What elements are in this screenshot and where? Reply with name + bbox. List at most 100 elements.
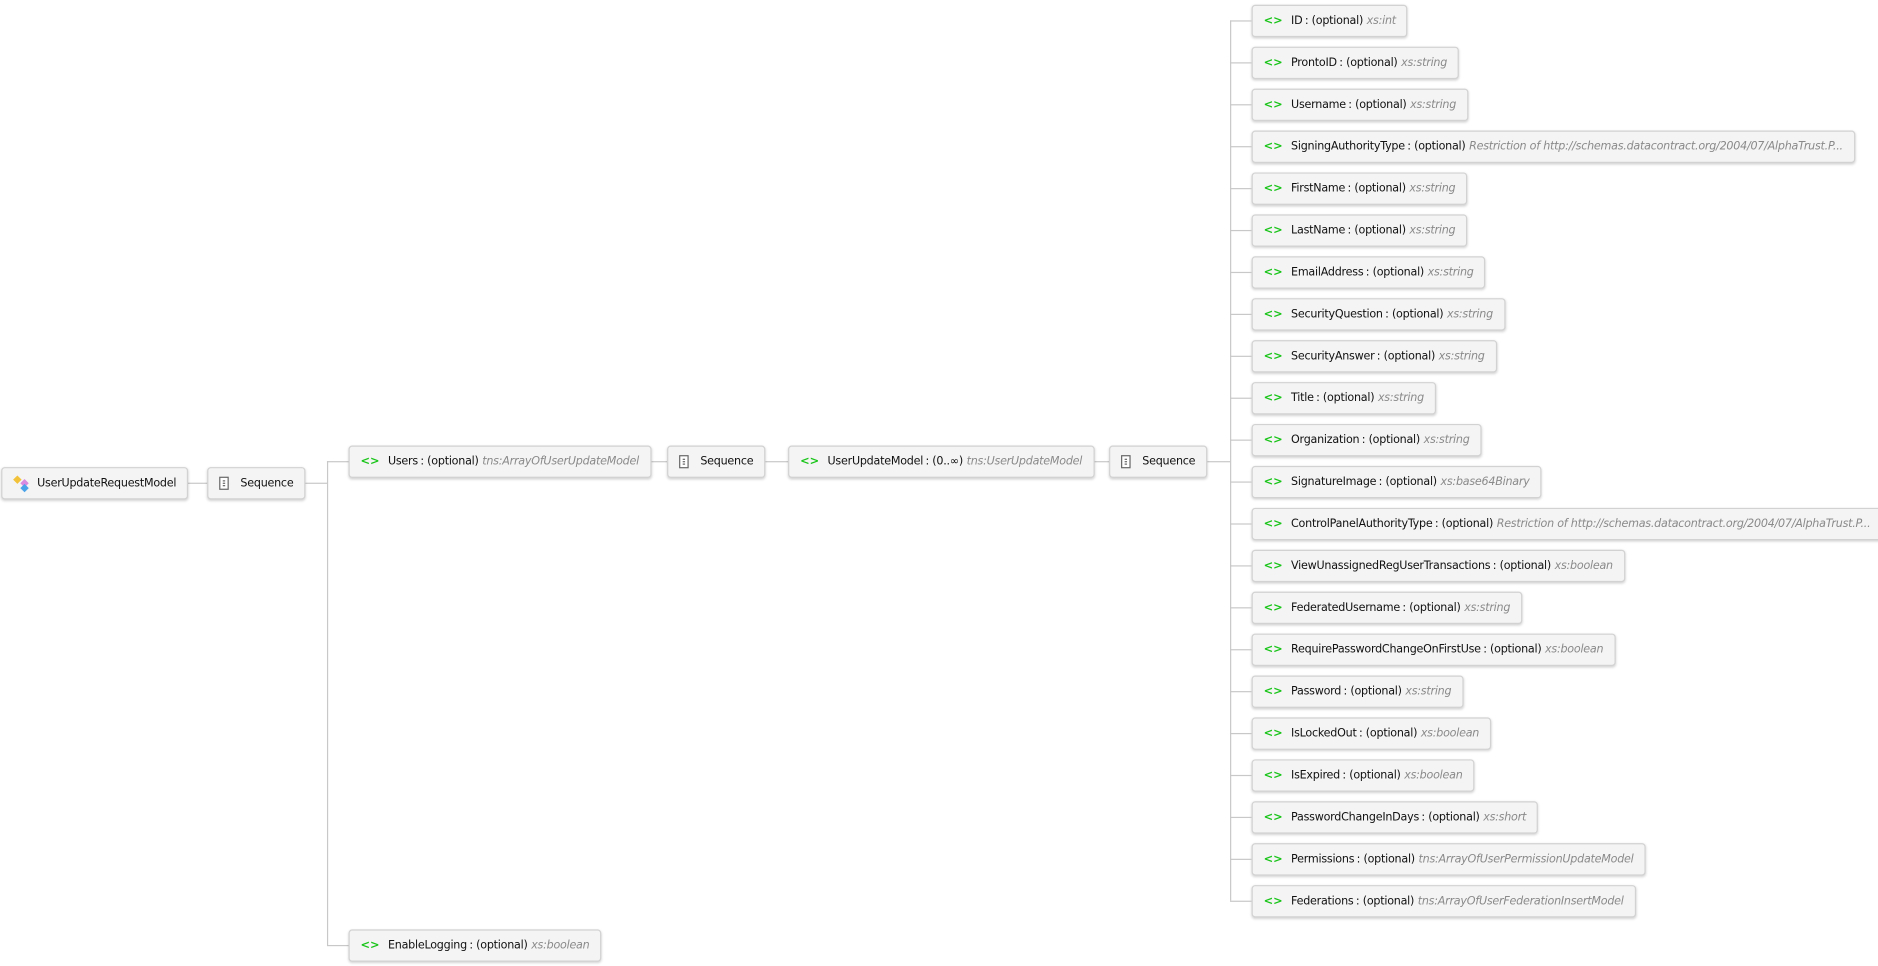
type-label: xs:boolean [1545,643,1604,657]
element-node-field[interactable]: <>IsLockedOut: (optional)xs:boolean [1251,717,1492,750]
element-icon: <> [1263,475,1283,489]
element-node-enablelogging[interactable]: <> EnableLogging: (optional) xs:boolean [348,929,602,962]
element-icon: <> [360,455,380,469]
element-node-field[interactable]: <>ID: (optional)xs:int [1251,4,1408,38]
element-node-field[interactable]: <>PasswordChangeInDays: (optional)xs:sho… [1251,801,1539,834]
field-name: EmailAddress [1291,265,1364,280]
element-node-userupdatemodel[interactable]: <> UserUpdateModel: (0..∞) tns:UserUpdat… [788,445,1095,478]
field-occurs: (optional) [1383,349,1436,363]
field-occurs: (optional) [1322,391,1375,405]
element-icon: <> [1263,349,1283,363]
connector [326,461,349,463]
connector [305,482,327,484]
field-occurs: (optional) [1350,685,1402,699]
type-label: Restriction of http://schemas.datacontra… [1496,517,1871,531]
element-node-field[interactable]: <>LastName: (optional)xs:string [1251,214,1468,247]
element-icon: <> [1263,56,1283,70]
element-node-users[interactable]: <> Users: (optional) tns:ArrayOfUserUpda… [348,445,651,478]
element-node-field[interactable]: <>Federations: (optional)tns:ArrayOfUser… [1251,885,1636,918]
element-node-field[interactable]: <>RequirePasswordChangeOnFirstUse: (opti… [1251,633,1616,666]
field-name: Organization [1291,433,1360,447]
element-icon: <> [1263,643,1283,657]
element-node-field[interactable]: <>FirstName: (optional)xs:string [1251,172,1468,205]
type-label: xs:base64Binary [1440,475,1530,489]
field-occurs: (optional) [1372,265,1425,280]
connector [1230,355,1252,357]
field-name: SecurityQuestion [1291,307,1383,321]
element-node-field[interactable]: <>Organization: (optional)xs:string [1251,423,1482,457]
sequence-node[interactable]: Sequence [667,445,766,478]
root-node[interactable]: UserUpdateRequestModel [1,467,189,500]
field-name: SignatureImage [1291,475,1377,489]
element-node-field[interactable]: <>SigningAuthorityType: (optional)Restri… [1251,130,1855,163]
element-icon: <> [1263,727,1283,741]
type-label: xs:boolean [1554,559,1614,573]
sequence-node[interactable]: Sequence [1109,445,1208,478]
connector [1230,732,1252,735]
field-occurs: (optional) [1428,810,1480,825]
type-label: xs:string [1409,182,1456,196]
element-icon: <> [1263,433,1283,447]
element-node-field[interactable]: <>IsExpired: (optional)xs:boolean [1251,759,1475,792]
element-node-field[interactable]: <>Title: (optional)xs:string [1251,382,1436,415]
complex-type-icon [13,475,29,493]
connector [1230,313,1252,315]
element-icon: <> [1263,685,1283,699]
connector [1230,481,1252,483]
sequence-label: Sequence [700,455,754,469]
connector [1230,691,1252,693]
root-label: UserUpdateRequestModel [37,476,177,490]
type-label: xs:short [1483,810,1527,825]
element-node-field[interactable]: <>FederatedUsername: (optional)xs:string [1251,591,1523,625]
element-icon: <> [1263,98,1283,112]
element-node-field[interactable]: <>ProntoID: (optional)xs:string [1251,46,1460,80]
sequence-icon [1121,455,1131,469]
element-icon: <> [1263,894,1283,908]
type-label: Restriction of http://schemas.datacontra… [1469,140,1843,154]
element-node-field[interactable]: <>SecurityAnswer: (optional)xs:string [1251,340,1497,373]
field-name: Federations [1291,894,1354,908]
element-node-field[interactable]: <>Permissions: (optional)tns:ArrayOfUser… [1251,843,1646,876]
type-label: xs:int [1366,14,1396,28]
field-occurs: (optional) [1354,182,1406,196]
type-label: xs:string [1410,98,1457,112]
connector [1230,397,1252,399]
type-label: xs:string [1438,349,1485,363]
element-node-field[interactable]: <>Username: (optional)xs:string [1251,88,1469,121]
element-icon: <> [1263,182,1283,196]
type-label: xs:string [1464,601,1511,615]
element-icon: <> [1263,307,1283,321]
element-icon: <> [1263,391,1283,405]
sequence-node[interactable]: Sequence [207,467,306,500]
element-icon: <> [1263,223,1283,238]
element-icon: <> [360,938,380,953]
type-label: tns:ArrayOfUserFederationInsertModel [1417,894,1624,908]
connector [1230,146,1252,148]
type-label: xs:boolean [1420,727,1480,741]
element-icon: <> [1263,768,1283,783]
connector [1230,229,1252,232]
field-name: PasswordChangeInDays [1291,810,1420,825]
type-label: xs:string [1405,685,1452,699]
element-node-field[interactable]: <>ViewUnassignedRegUserTransactions: (op… [1251,549,1625,583]
field-occurs: (optional) [1499,559,1552,573]
field-name: IsLockedOut [1291,727,1357,741]
element-node-field[interactable]: <>ControlPanelAuthorityType: (optional)R… [1251,507,1878,541]
connector [1207,461,1231,463]
connector [326,944,349,947]
element-node-field[interactable]: <>EmailAddress: (optional)xs:string [1251,256,1486,289]
element-node-field[interactable]: <>SignatureImage: (optional)xs:base64Bin… [1251,465,1542,499]
field-occurs: (optional) [1346,56,1398,70]
type-label: xs:string [1401,56,1448,70]
connector [1230,188,1252,190]
type-label: xs:string [1446,307,1493,321]
field-occurs: (optional) [1362,894,1415,908]
sequence-label: Sequence [240,476,294,490]
field-occurs: (optional) [1441,517,1494,531]
field-occurs: (optional) [1490,643,1542,657]
element-node-field[interactable]: <>SecurityQuestion: (optional)xs:string [1251,298,1505,331]
connector [1230,439,1252,441]
element-node-field[interactable]: <>Password: (optional)xs:string [1251,675,1464,708]
field-occurs: (optional) [1409,601,1461,615]
element-icon: <> [1263,810,1283,825]
